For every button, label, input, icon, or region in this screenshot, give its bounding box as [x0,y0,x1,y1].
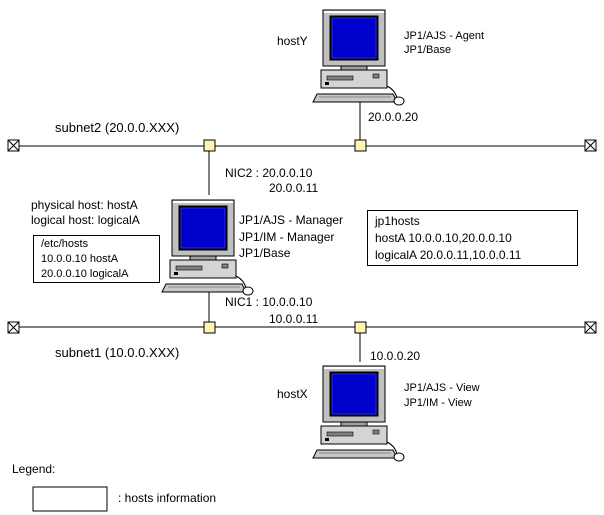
jp1hosts-line-2: logicalA 20.0.0.11,10.0.0.11 [375,248,522,262]
hostX-software-2: JP1/IM - View [404,397,472,409]
subnet1-line [7,321,597,334]
manager-nic2-ip2: 20.0.0.11 [269,181,319,195]
subnet1-label: subnet1 (10.0.0.XXX) [55,345,180,360]
legend-hosts-box-icon [32,486,108,512]
subnet2-line [7,139,597,152]
etc-hosts-line-1: 10.0.0.10 hostA [41,253,119,265]
manager-logical-host: logical host: logicalA [31,213,140,227]
hostY-software-1: JP1/AJS - Agent [404,30,485,42]
hostY-software-2: JP1/Base [404,44,452,56]
hostY-name: hostY [277,34,308,48]
etc-hosts-title: /etc/hosts [41,238,89,250]
subnet2-label: subnet2 (20.0.0.XXX) [55,120,180,135]
hostY-computer-icon [312,9,405,106]
manager-software-1: JP1/AJS - Manager [239,213,344,227]
jp1hosts-box: jp1hosts hostA 10.0.0.10,20.0.0.10 logic… [367,210,578,266]
hostX-computer-icon [312,365,405,462]
hostX-ip: 10.0.0.20 [370,349,421,363]
hostX-name: hostX [277,387,308,401]
legend-hosts-info-label: : hosts information [118,491,217,505]
manager-software-3: JP1/Base [239,246,291,260]
manager-software-2: JP1/IM - Manager [239,230,335,244]
manager-nic2-label: NIC2 : 20.0.0.10 [225,166,313,180]
manager-nic1-label: NIC1 : 10.0.0.10 [225,295,313,309]
manager-physical-host: physical host: hostA [31,198,138,212]
jp1hosts-title: jp1hosts [375,214,420,228]
hostY-ip: 20.0.0.20 [368,110,419,124]
legend-title: Legend: [12,462,56,476]
jp1hosts-line-1: hostA 10.0.0.10,20.0.0.10 [375,231,512,245]
etc-hosts-box: /etc/hosts 10.0.0.10 hostA 20.0.0.10 log… [33,235,160,283]
manager-nic1-ip2: 10.0.0.11 [269,312,319,326]
hostX-software-1: JP1/AJS - View [404,382,480,394]
etc-hosts-line-2: 20.0.0.10 logicalA [41,268,129,280]
